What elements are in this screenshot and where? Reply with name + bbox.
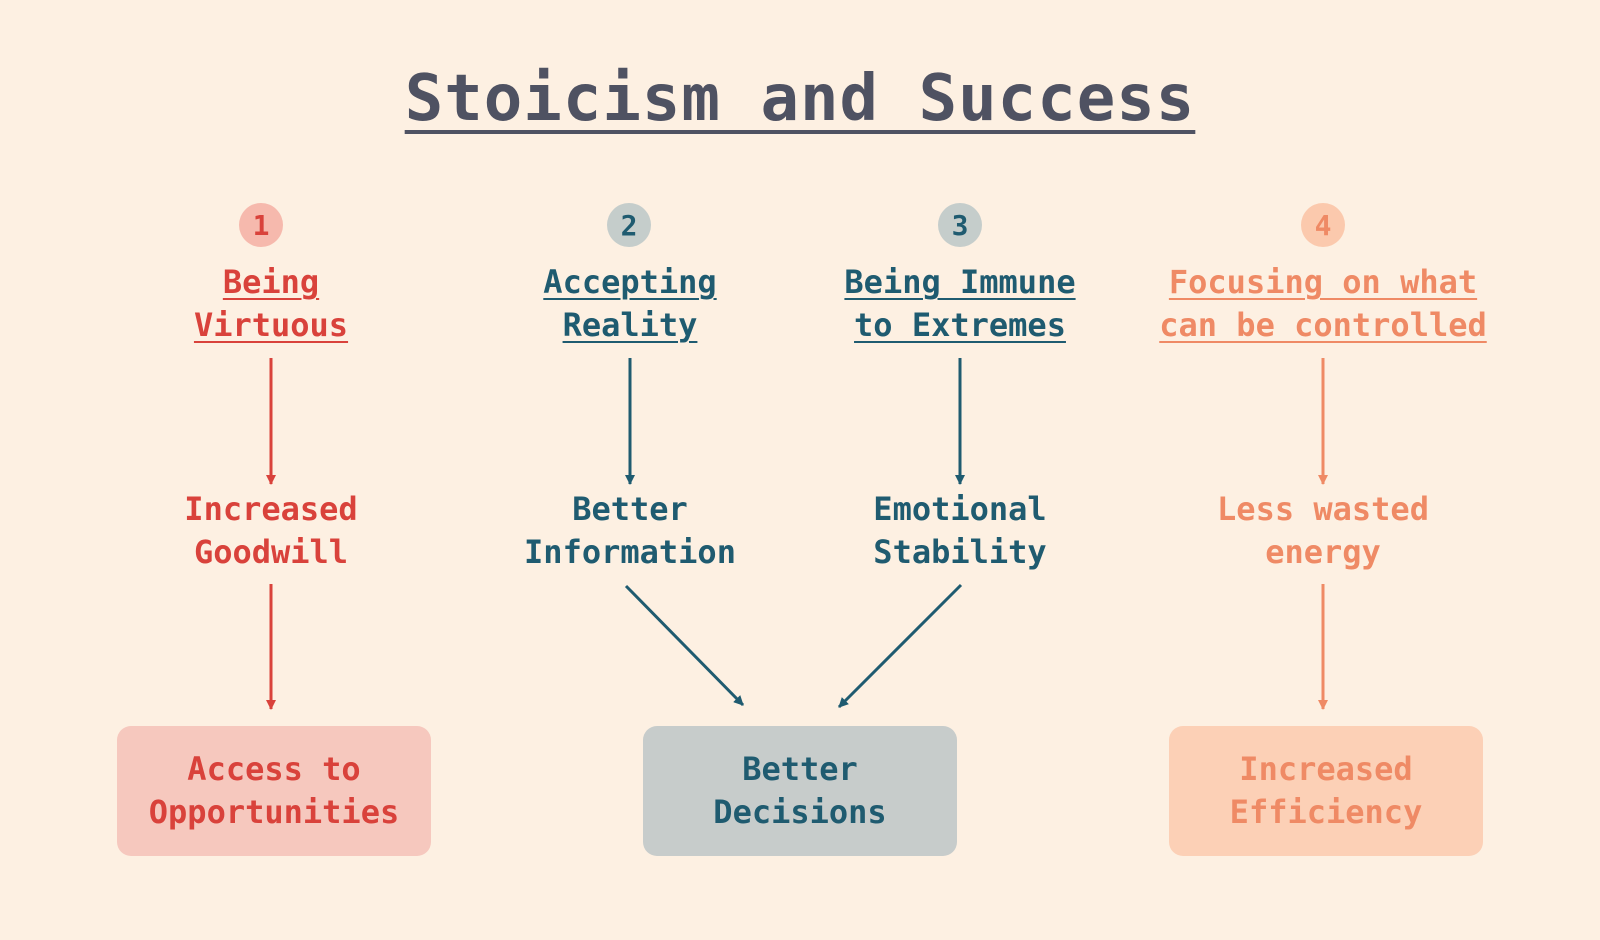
step-2-badge: 2: [607, 203, 651, 247]
outcome-increased-efficiency: Increased Efficiency: [1169, 726, 1483, 856]
step-3-badge: 3: [938, 203, 982, 247]
step-2-effect: Better Information: [524, 490, 736, 571]
step-4-badge: 4: [1301, 203, 1345, 247]
step-3-heading: Being Immune to Extremes: [844, 263, 1076, 344]
step-2-heading: Accepting Reality: [543, 263, 717, 344]
step-4-heading: Focusing on what can be controlled: [1159, 263, 1487, 344]
step-3-effect: Emotional Stability: [873, 490, 1047, 571]
diagram-title: Stoicism and Success: [404, 62, 1196, 136]
arrow-stability-to-decisions: [837, 583, 963, 709]
outcome-better-decisions: Better Decisions: [643, 726, 957, 856]
outcome-access-to-opportunities: Access to Opportunities: [117, 726, 431, 856]
step-1-effect: Increased Goodwill: [184, 490, 358, 571]
arrow-information-to-decisions: [624, 584, 745, 707]
step-1-badge: 1: [239, 203, 283, 247]
step-4-effect: Less wasted energy: [1217, 490, 1429, 571]
step-1-heading: Being Virtuous: [193, 263, 349, 344]
